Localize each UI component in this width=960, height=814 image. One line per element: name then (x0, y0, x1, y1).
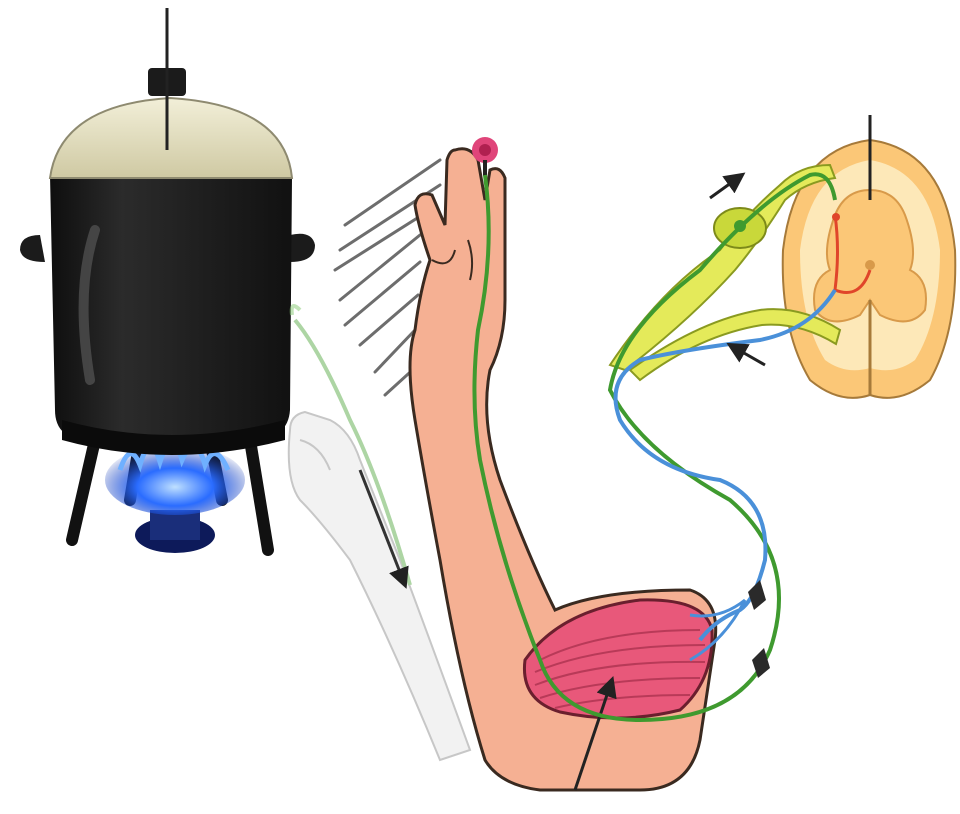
spinal-cord-section-icon (783, 115, 956, 398)
cooking-pot-icon (20, 8, 315, 455)
pot-on-stove (20, 8, 315, 553)
signal-arrow-in (710, 175, 742, 198)
synaptic-knobs (748, 580, 770, 678)
signal-arrow-out (730, 345, 765, 365)
gas-flame-icon (105, 443, 245, 553)
